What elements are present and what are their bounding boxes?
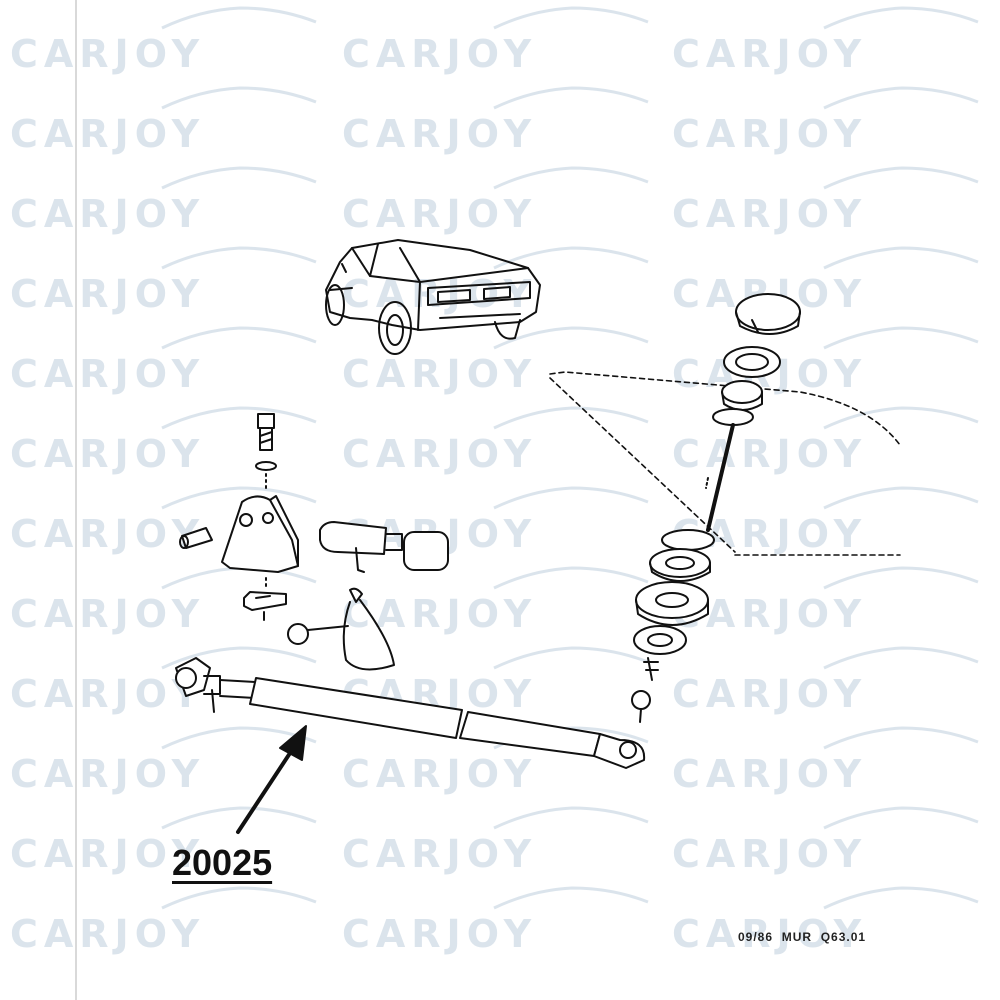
- mount-hardware-stack: [631, 293, 801, 723]
- car-rear-three-quarter-icon: [325, 239, 541, 355]
- page-edge-line: [75, 0, 77, 1000]
- pointer-arrow-icon: [236, 725, 307, 834]
- gas-strut-20025: [175, 657, 646, 769]
- document-reference: 09/86 MUR Q63.01: [738, 930, 867, 944]
- bracket-assembly: [179, 413, 299, 621]
- part-number-label: 20025: [172, 842, 273, 883]
- window-outline: [549, 371, 901, 556]
- pivot-detail: [287, 521, 449, 671]
